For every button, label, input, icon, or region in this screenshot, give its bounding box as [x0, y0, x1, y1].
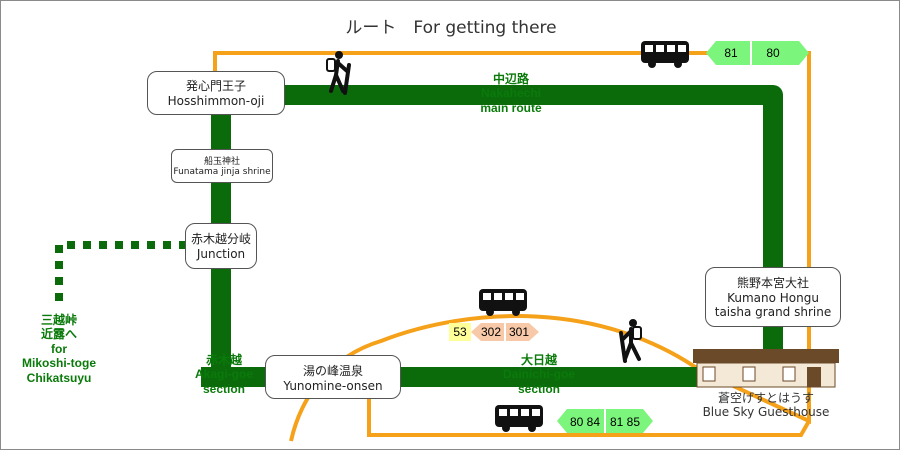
bus-tag-top-1: 80 — [766, 46, 780, 60]
page-title: ルート For getting there — [345, 18, 557, 38]
mikoshi-jp2: 近露へ — [40, 327, 77, 342]
route-label-mikoshi: 三越峠 近露へ for Mikoshi-toge Chikatsuyu — [9, 313, 109, 385]
guesthouse-en: Blue Sky Guesthouse — [702, 405, 830, 420]
bus-tag-bottom-0: 80 84 — [570, 415, 600, 429]
mikoshi-jp1: 三越峠 — [40, 313, 77, 327]
mikoshi-en3: Chikatsuyu — [26, 370, 92, 385]
bus-tag-301: 301 — [509, 325, 529, 339]
node-hosshimmon-en: Hosshimmon-oji — [167, 94, 265, 108]
node-hongu-en2: taisha grand shrine — [714, 305, 832, 319]
dainichi-en1: Dainichi-goe — [502, 367, 575, 382]
bus-tag-top-0: 81 — [724, 46, 738, 60]
guesthouse-label: 蒼空げすとはうす Blue Sky Guesthouse — [691, 391, 841, 420]
hiker-icon-top — [326, 51, 351, 95]
node-funatama: 船玉神社 Funatama jinja shrine — [171, 149, 273, 183]
akagi-jp: 赤木越 — [205, 353, 242, 367]
bus-icon-middle — [479, 289, 527, 316]
nakahechi-en2: main route — [480, 100, 542, 115]
guesthouse-jp: 蒼空げすとはうす — [717, 391, 814, 405]
nakahechi-jp: 中辺路 — [492, 72, 529, 86]
node-funatama-jp: 船玉神社 — [203, 157, 240, 167]
mikoshi-en1: for — [51, 341, 67, 356]
node-hongu-en1: Kumano Hongu — [727, 291, 819, 305]
bus-tag-bottom: 80 84 81 85 — [557, 409, 653, 433]
bus-tag-53: 53 — [453, 325, 467, 339]
nakahechi-trail — [215, 85, 783, 271]
bus-tag-middle: 53 302 301 — [449, 323, 539, 341]
node-yunomine-en: Yunomine-onsen — [283, 379, 383, 393]
node-hosshimmon: 発心門王子 Hosshimmon-oji — [147, 71, 285, 115]
akagi-en1: Akagi-goe — [194, 367, 253, 382]
node-junction-jp: 赤木越分岐 — [190, 232, 251, 246]
hiker-icon-middle — [619, 319, 642, 363]
node-yunomine-jp: 湯の峰温泉 — [302, 364, 363, 378]
bus-icon-top — [641, 41, 689, 68]
bus-tag-302: 302 — [481, 325, 501, 339]
guesthouse-icon — [693, 349, 839, 388]
akagi-en2: section — [202, 381, 245, 396]
route-label-dainichi: 大日越 Dainichi-goe section — [489, 353, 589, 396]
bus-tag-top: 81 80 — [706, 41, 809, 65]
nakahechi-en1: Nakahechi — [480, 86, 542, 101]
bus-icon-bottom — [495, 405, 543, 432]
node-hongu-jp: 熊野本宮大社 — [736, 276, 809, 290]
dainichi-en2: section — [517, 381, 560, 396]
node-funatama-en: Funatama jinja shrine — [173, 167, 271, 177]
dainichi-jp: 大日越 — [520, 353, 557, 367]
bus-tag-bottom-1: 81 85 — [610, 415, 640, 429]
node-hongu: 熊野本宮大社 Kumano Hongu taisha grand shrine — [705, 267, 841, 327]
node-junction-en: Junction — [196, 247, 246, 261]
node-yunomine: 湯の峰温泉 Yunomine-onsen — [265, 355, 401, 399]
node-hosshimmon-jp: 発心門王子 — [185, 79, 246, 93]
node-junction: 赤木越分岐 Junction — [185, 223, 257, 269]
route-label-nakahechi: 中辺路 Nakahechi main route — [461, 72, 561, 115]
route-label-akagi: 赤木越 Akagi-goe section — [179, 353, 269, 396]
bus-road-bottom — [367, 391, 811, 437]
mikoshi-en2: Mikoshi-toge — [22, 356, 96, 371]
mikoshi-dotted-trail — [55, 241, 187, 307]
